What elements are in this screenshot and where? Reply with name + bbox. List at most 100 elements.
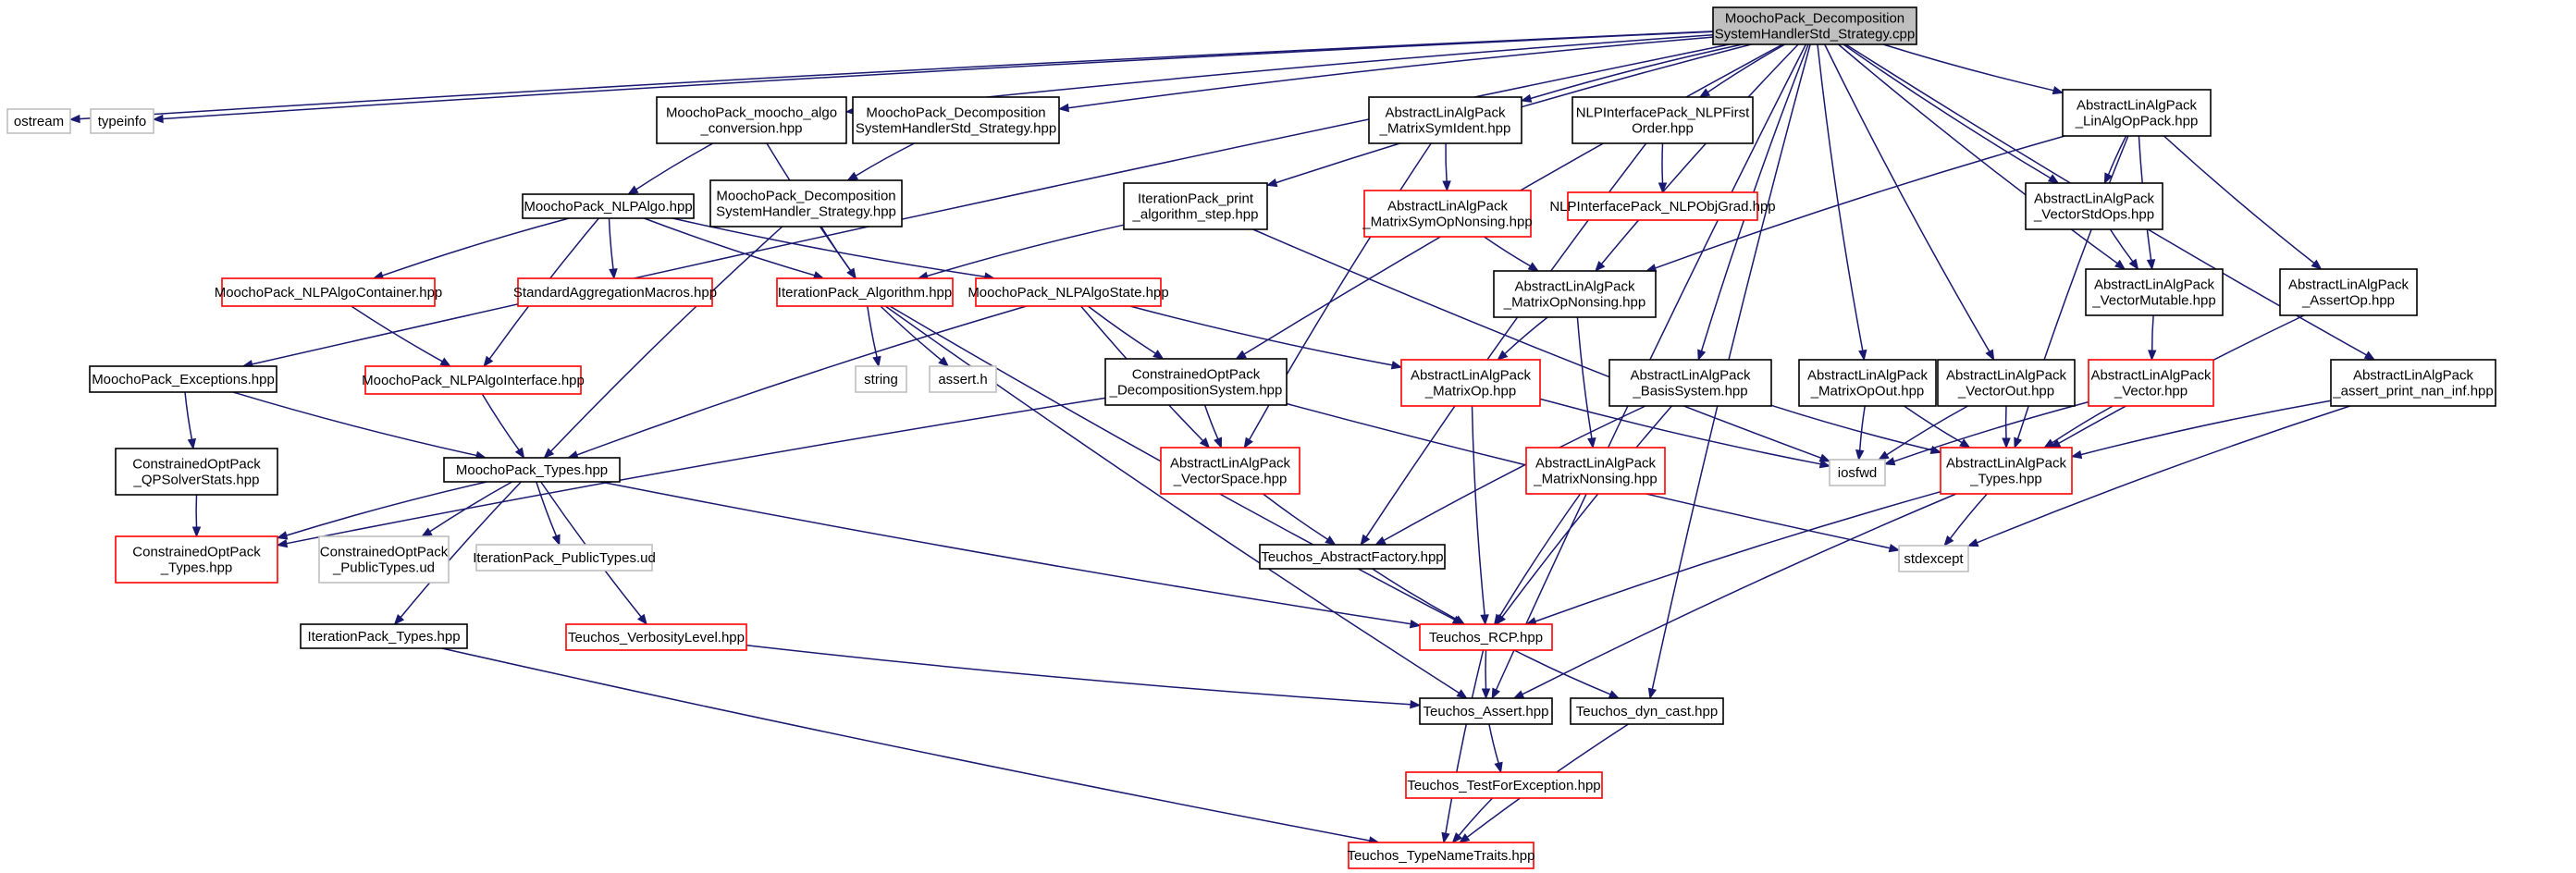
node-verbosity-level[interactable]: Teuchos_VerbosityLevel.hpp [565, 623, 747, 651]
dependency-edge [481, 393, 525, 460]
dependency-edge [1497, 316, 1548, 361]
dependency-edge [746, 644, 1422, 709]
dependency-edge [1904, 405, 1971, 449]
node-label: _VectorOut.hpp [1957, 384, 2054, 400]
node-box [364, 365, 582, 395]
node-box [855, 365, 907, 393]
dependency-edge [1451, 797, 1494, 844]
node-moocho-algo-conversion[interactable]: MoochoPack_moocho_algo_conversion.hpp [656, 96, 847, 144]
node-decomp-strategy-hpp[interactable]: MoochoPack_DecompositionSystemHandler_St… [709, 179, 903, 227]
node-box [975, 277, 1162, 307]
node-label: Teuchos_AbstractFactory.hpp [1261, 549, 1443, 565]
node-vector-space[interactable]: AbstractLinAlgPack_VectorSpace.hpp [1160, 447, 1300, 495]
node-teuchos-dyn-cast[interactable]: Teuchos_dyn_cast.hpp [1570, 697, 1724, 725]
node-matrix-sym-op-nonsing[interactable]: AbstractLinAlgPack_MatrixSymOpNonsing.hp… [1362, 190, 1533, 238]
dependency-edge [1493, 493, 1582, 626]
node-label: ostream [14, 114, 64, 129]
dependency-edge [1539, 398, 1831, 469]
node-std-aggregation-macros[interactable]: StandardAggregationMacros.hpp [513, 277, 717, 307]
node-label: _QPSolverStats.hpp [133, 473, 260, 488]
node-label: IterationPack_PublicTypes.ud [473, 550, 656, 566]
dependency-edge [1698, 43, 1786, 98]
dependency-edge [820, 226, 857, 280]
node-assert-op[interactable]: AbstractLinAlgPack_AssertOp.hpp [2279, 268, 2418, 316]
node-lin-alg-op-pack[interactable]: AbstractLinAlgPack_LinAlgOpPack.hpp [2062, 89, 2212, 137]
node-label: Teuchos_VerbosityLevel.hpp [568, 630, 745, 646]
dependency-edge [2002, 405, 2011, 449]
dependency-edge [1843, 43, 2060, 184]
node-box [115, 448, 278, 496]
node-matrix-nonsing[interactable]: AbstractLinAlgPack_MatrixNonsing.hpp [1525, 447, 1666, 495]
node-label: AbstractLinAlgPack [2094, 277, 2215, 293]
node-label: _MatrixNonsing.hpp [1533, 472, 1657, 487]
dependency-edge [2163, 135, 2323, 270]
node-matrix-op[interactable]: AbstractLinAlgPack_MatrixOp.hpp [1400, 359, 1541, 407]
dependency-edge [608, 217, 618, 280]
node-label: MoochoPack_Types.hpp [456, 462, 608, 478]
dependency-edge [1855, 405, 1866, 461]
node-iteration-types[interactable]: IterationPack_Types.hpp [300, 623, 468, 649]
dependency-edge [1838, 43, 2126, 270]
node-label: AbstractLinAlgPack [1946, 368, 2067, 384]
node-label: AbstractLinAlgPack [1535, 456, 1657, 472]
node-box [565, 623, 747, 651]
node-matrix-sym-ident[interactable]: AbstractLinAlgPack_MatrixSymIdent.hpp [1368, 96, 1522, 144]
dependency-edge [351, 305, 451, 367]
node-label: MoochoPack_NLPAlgo.hpp [524, 199, 692, 215]
node-matrix-op-nonsing[interactable]: AbstractLinAlgPack_MatrixOpNonsing.hpp [1493, 270, 1657, 318]
node-decomposition-system[interactable]: ConstrainedOptPack_DecompositionSystem.h… [1104, 358, 1288, 406]
node-basis-system[interactable]: AbstractLinAlgPack_BasisSystem.hpp [1608, 359, 1772, 407]
node-box [1259, 544, 1446, 570]
node-label: StandardAggregationMacros.hpp [513, 285, 717, 301]
node-alap-types[interactable]: AbstractLinAlgPack_Types.hpp [1940, 447, 2073, 495]
node-matrix-op-out[interactable]: AbstractLinAlgPack_MatrixOpOut.hpp [1798, 359, 1937, 407]
dependency-edge [1883, 400, 2089, 466]
node-label: MoochoPack_NLPAlgoState.hpp [968, 285, 1168, 301]
node-vector-mutable[interactable]: AbstractLinAlgPack_VectorMutable.hpp [2085, 268, 2224, 316]
node-qp-solver-stats[interactable]: ConstrainedOptPack_QPSolverStats.hpp [115, 448, 278, 496]
node-box [2330, 359, 2496, 407]
dependency-edge [2103, 135, 2127, 185]
node-nlp-obj-grad[interactable]: NLPInterfacePack_NLPObjGrad.hpp [1549, 191, 1776, 221]
node-vector-out[interactable]: AbstractLinAlgPack_VectorOut.hpp [1937, 359, 2076, 407]
node-label: AbstractLinAlgPack [2077, 98, 2198, 114]
node-moocho-types[interactable]: MoochoPack_Types.hpp [443, 457, 621, 483]
node-box [852, 96, 1060, 144]
node-label: _LinAlgOpPack.hpp [2075, 114, 2199, 129]
node-label: _AssertOp.hpp [2301, 293, 2395, 309]
node-decomp-std-strategy-hpp[interactable]: MoochoPack_DecompositionSystemHandlerStd… [852, 96, 1060, 144]
node-vector[interactable]: AbstractLinAlgPack_Vector.hpp [2088, 359, 2214, 407]
node-label: _BasisSystem.hpp [1632, 384, 1747, 400]
node-cop-types[interactable]: ConstrainedOptPack_Types.hpp [115, 535, 278, 584]
node-teuchos-rcp[interactable]: Teuchos_RCP.hpp [1419, 623, 1553, 651]
node-print-algorithm-step[interactable]: IterationPack_print_algorithm_step.hpp [1123, 182, 1268, 230]
node-nlp-algo-interface[interactable]: MoochoPack_NLPAlgoInterface.hpp [362, 365, 585, 395]
node-box [1608, 359, 1772, 407]
node-label: _MatrixSymIdent.hpp [1379, 121, 1511, 137]
node-box [1567, 191, 1758, 221]
dependency-edge [276, 481, 487, 540]
dependency-edge [846, 142, 915, 181]
node-box [1348, 842, 1535, 869]
node-label: ConstrainedOptPack [132, 545, 261, 560]
node-abstract-factory[interactable]: Teuchos_AbstractFactory.hpp [1259, 544, 1446, 570]
node-label: ConstrainedOptPack [132, 457, 261, 473]
node-box [2085, 268, 2224, 316]
node-type-name-traits[interactable]: Teuchos_TypeNameTraits.hpp [1348, 842, 1535, 869]
dependency-edge [152, 31, 1714, 124]
node-box [1160, 447, 1300, 495]
node-box [1712, 6, 1917, 45]
node-vector-std-ops[interactable]: AbstractLinAlgPack_VectorStdOps.hpp [2025, 182, 2163, 230]
node-nlp-algo-container[interactable]: MoochoPack_NLPAlgoContainer.hpp [215, 277, 443, 307]
node-nlp-algo[interactable]: MoochoPack_NLPAlgo.hpp [522, 193, 695, 219]
node-moocho-exceptions[interactable]: MoochoPack_Exceptions.hpp [89, 365, 277, 393]
node-box [522, 193, 695, 219]
node-teuchos-assert[interactable]: Teuchos_Assert.hpp [1419, 697, 1553, 725]
node-iteration-algorithm[interactable]: IterationPack_Algorithm.hpp [776, 277, 954, 307]
dependency-edge [1817, 43, 1867, 362]
node-box [1798, 359, 1937, 407]
node-assert-print-nan-inf[interactable]: AbstractLinAlgPack_assert_print_nan_inf.… [2330, 359, 2496, 407]
node-test-for-exception[interactable]: Teuchos_TestForException.hpp [1405, 771, 1603, 799]
node-nlp-algo-state[interactable]: MoochoPack_NLPAlgoState.hpp [968, 277, 1169, 307]
